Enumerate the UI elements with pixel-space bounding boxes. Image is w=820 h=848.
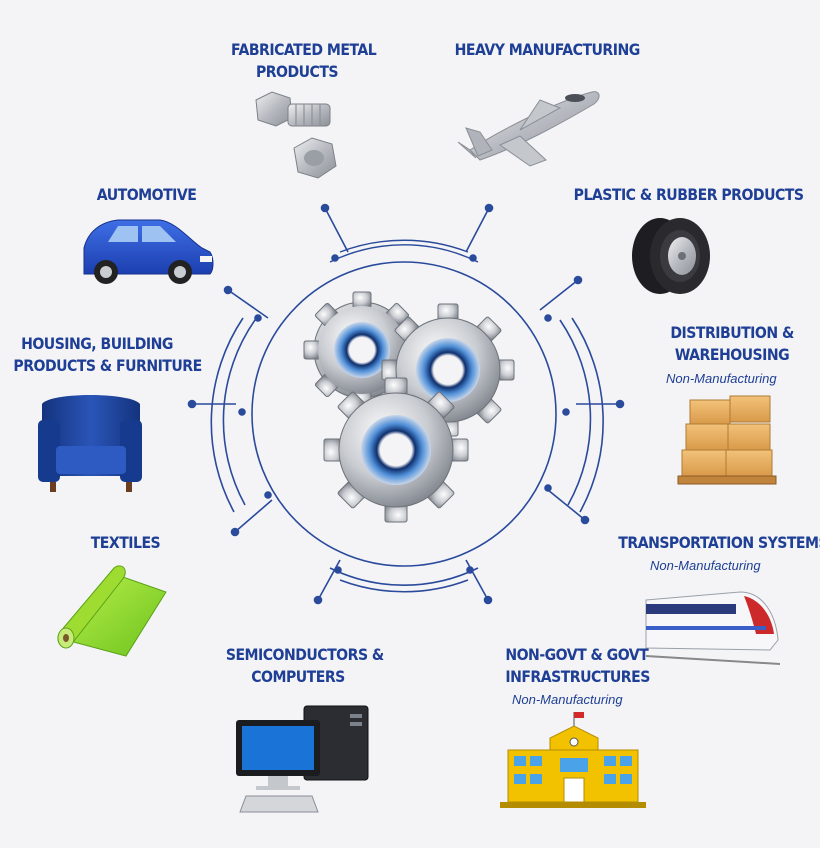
label-line: PRODUCTS bbox=[255, 62, 339, 81]
label-infrastructures: NON-GOVT & GOVT INFRASTRUCTURES bbox=[505, 644, 650, 688]
label-line: PLASTIC & RUBBER PRODUCTS bbox=[573, 185, 804, 204]
label-line: HEAVY MANUFACTURING bbox=[454, 40, 641, 59]
fabric-roll-icon bbox=[57, 565, 167, 657]
label-distribution: DISTRIBUTION & WAREHOUSING bbox=[670, 322, 794, 366]
label-line: HOUSING, BUILDING bbox=[21, 334, 173, 353]
label-line: SEMICONDUCTORS & bbox=[225, 645, 384, 664]
label-line: NON-GOVT & GOVT bbox=[505, 645, 649, 664]
train-icon bbox=[645, 591, 781, 665]
label-line: COMPUTERS bbox=[251, 667, 345, 686]
label-line: TRANSPORTATION SYSTEMS bbox=[618, 533, 820, 552]
tire-icon bbox=[632, 218, 710, 294]
label-plastic-rubber: PLASTIC & RUBBER PRODUCTS bbox=[574, 184, 804, 206]
armchair-icon bbox=[38, 395, 142, 492]
note-distribution: Non-Manufacturing bbox=[666, 371, 777, 386]
gears-icon bbox=[303, 291, 515, 523]
label-housing: HOUSING, BUILDING PRODUCTS & FURNITURE bbox=[13, 333, 202, 377]
note-infrastructures: Non-Manufacturing bbox=[512, 692, 623, 707]
label-semiconductors: SEMICONDUCTORS & COMPUTERS bbox=[225, 644, 384, 688]
label-line: WAREHOUSING bbox=[674, 345, 790, 364]
label-automotive: AUTOMOTIVE bbox=[97, 184, 197, 206]
label-line: INFRASTRUCTURES bbox=[505, 667, 650, 686]
airplane-icon bbox=[457, 91, 600, 167]
label-line: AUTOMOTIVE bbox=[96, 185, 197, 204]
note-transportation: Non-Manufacturing bbox=[650, 558, 761, 573]
label-line: DISTRIBUTION & bbox=[670, 323, 794, 342]
label-line: PRODUCTS & FURNITURE bbox=[13, 356, 202, 375]
boxes-on-pallet-icon bbox=[677, 395, 777, 485]
computer-icon bbox=[236, 705, 369, 813]
circuit-ring bbox=[210, 239, 604, 593]
label-line: FABRICATED METAL bbox=[231, 40, 377, 59]
label-transportation: TRANSPORTATION SYSTEMS bbox=[618, 532, 820, 554]
label-line: TEXTILES bbox=[90, 533, 161, 552]
building-icon bbox=[500, 712, 646, 808]
circuit-spokes bbox=[187, 203, 625, 605]
label-fabricated-metal: FABRICATED METAL PRODUCTS bbox=[231, 39, 377, 83]
car-icon bbox=[83, 219, 214, 284]
label-textiles: TEXTILES bbox=[90, 532, 161, 554]
label-heavy-manufacturing: HEAVY MANUFACTURING bbox=[454, 39, 641, 61]
bolt-and-nut-icon bbox=[255, 91, 337, 179]
